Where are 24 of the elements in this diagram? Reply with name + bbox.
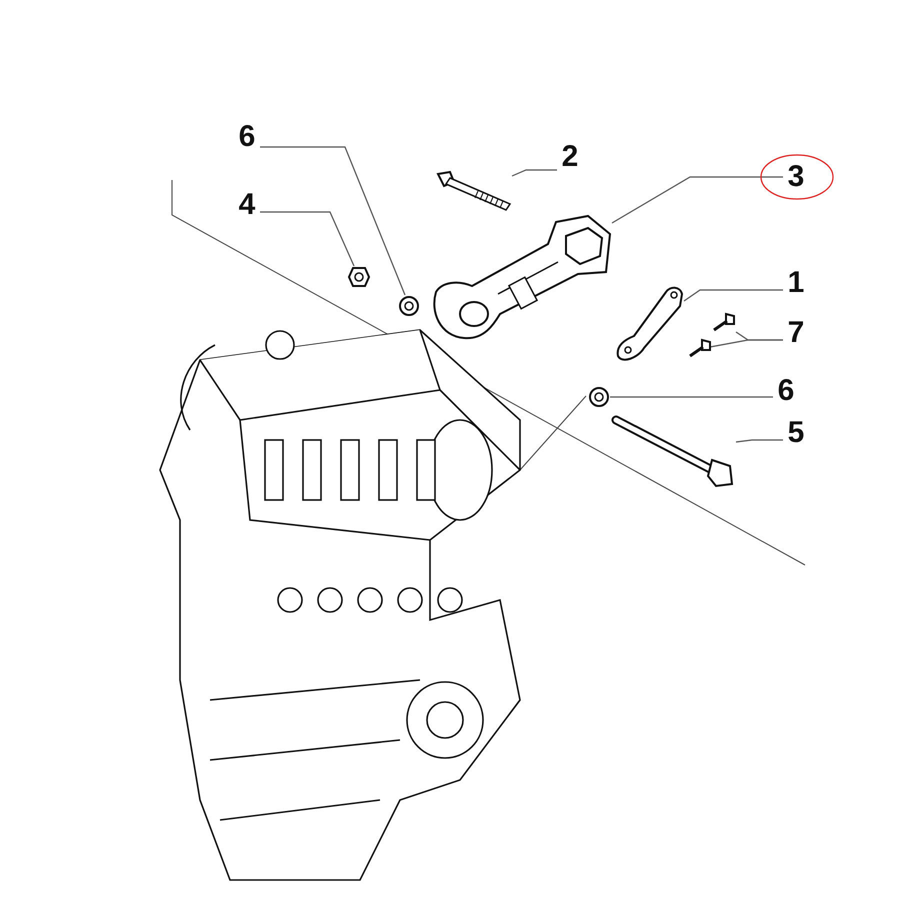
washer-drawing — [398, 295, 420, 317]
leader-line — [610, 396, 773, 398]
bolt-drawing — [436, 172, 512, 212]
callout-number: 7 — [783, 316, 809, 350]
callout-number: 1 — [783, 266, 809, 300]
hex-nut-drawing — [348, 266, 370, 288]
bolt-drawing — [612, 414, 736, 486]
bracket-drawing — [614, 286, 684, 362]
callout-number: 3 — [783, 160, 809, 194]
screw-drawing — [712, 312, 736, 334]
callout-number: 6 — [234, 120, 260, 154]
callout-number: 2 — [557, 140, 583, 174]
callout-number: 4 — [234, 188, 260, 222]
leader-line — [736, 439, 783, 443]
leader-line — [612, 176, 783, 224]
leader-line — [512, 169, 557, 177]
callout-number: 5 — [783, 416, 809, 450]
leader-line — [684, 289, 783, 302]
leader-line — [710, 339, 783, 348]
washer-drawing — [588, 386, 610, 408]
leader-line — [260, 211, 355, 266]
screw-drawing — [688, 338, 710, 360]
leader-line — [260, 146, 406, 296]
callout-number: 6 — [773, 374, 799, 408]
